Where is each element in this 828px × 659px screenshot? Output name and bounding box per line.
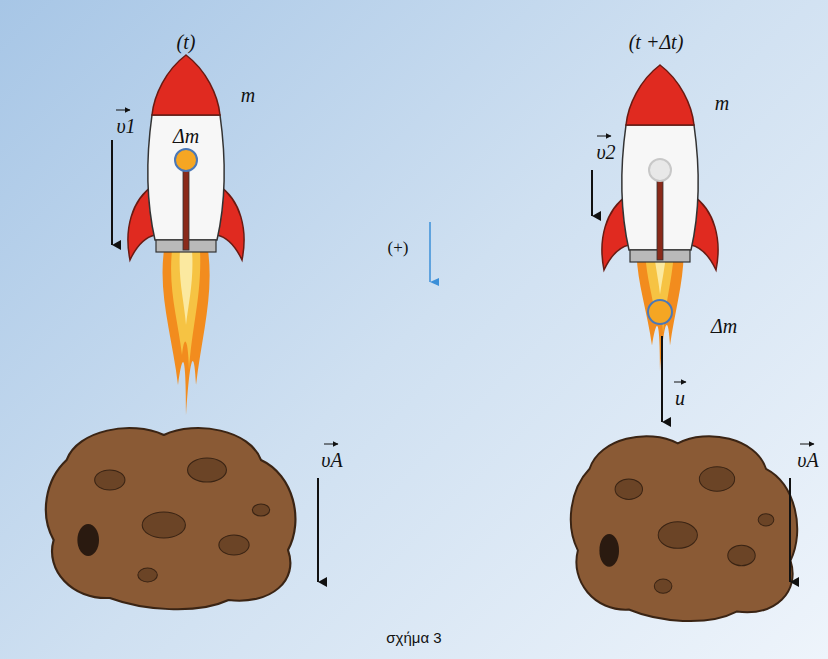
figure-caption: σχήμα 3 (386, 630, 441, 647)
time-label: (t) (177, 31, 196, 53)
mass-label: Δm (711, 315, 737, 337)
velocity-label: u (675, 387, 685, 409)
mass-label: m (241, 84, 255, 106)
velocity-label: υ1 (116, 115, 135, 137)
velocity-label: υA (321, 449, 342, 471)
time-label: (t +Δt) (629, 31, 684, 53)
mass-label: m (715, 92, 729, 114)
velocity-label: υ2 (596, 141, 615, 163)
sign-label: (+) (388, 239, 409, 258)
velocity-label: υA (797, 449, 818, 471)
mass-label: Δm (173, 125, 199, 147)
